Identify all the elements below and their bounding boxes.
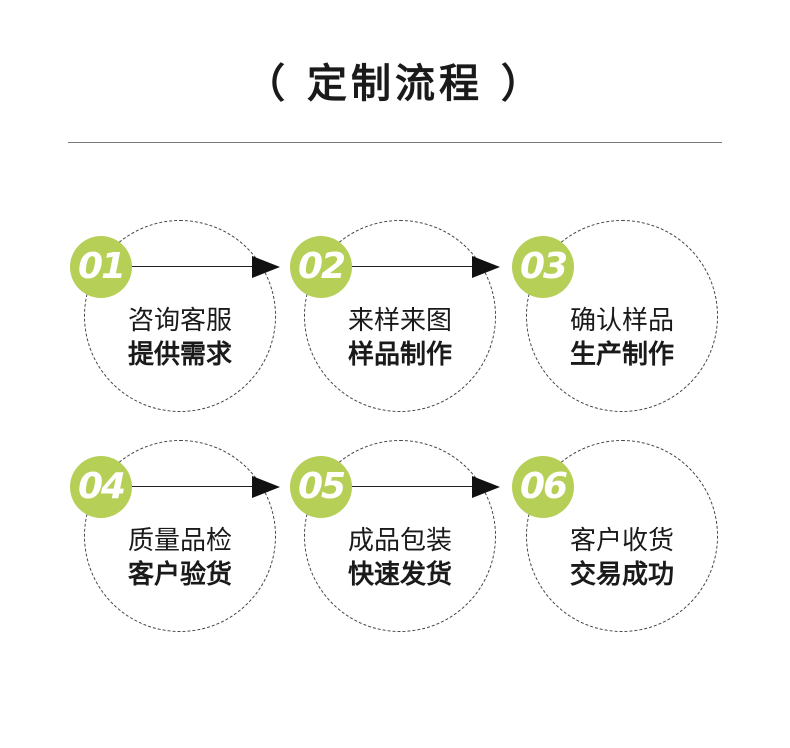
step-title-5: 成品包装 bbox=[347, 526, 452, 556]
step-number-badge-1: 01 bbox=[70, 236, 132, 298]
step-circle-1 bbox=[84, 220, 276, 412]
step-subtitle-6: 交易成功 bbox=[569, 560, 674, 590]
step-label-2: 来样来图 样品制作 bbox=[300, 304, 500, 372]
step-number-badge-3: 03 bbox=[512, 236, 574, 298]
step-title-6: 客户收货 bbox=[569, 526, 674, 556]
title-divider bbox=[68, 142, 722, 143]
step-label-5: 成品包装 快速发货 bbox=[300, 524, 500, 592]
step-label-3: 确认样品 生产制作 bbox=[522, 304, 722, 372]
arrow-line-1-2 bbox=[124, 266, 254, 267]
arrow-line-5-6 bbox=[344, 486, 474, 487]
step-circle-4 bbox=[84, 440, 276, 632]
step-circle-5 bbox=[304, 440, 496, 632]
step-number-badge-2: 02 bbox=[290, 236, 352, 298]
step-number-badge-5: 05 bbox=[290, 456, 352, 518]
step-label-1: 咨询客服 提供需求 bbox=[80, 304, 280, 372]
step-subtitle-1: 提供需求 bbox=[127, 340, 232, 370]
step-circle-3 bbox=[526, 220, 718, 412]
step-subtitle-4: 客户验货 bbox=[127, 560, 232, 590]
step-number-badge-4: 04 bbox=[70, 456, 132, 518]
step-label-4: 质量品检 客户验货 bbox=[80, 524, 280, 592]
arrow-line-4-5 bbox=[124, 486, 254, 487]
step-title-4: 质量品检 bbox=[127, 526, 232, 556]
step-circle-6 bbox=[526, 440, 718, 632]
step-subtitle-2: 样品制作 bbox=[347, 340, 452, 370]
arrow-head-1-2 bbox=[252, 256, 280, 278]
step-subtitle-5: 快速发货 bbox=[347, 560, 452, 590]
step-title-1: 咨询客服 bbox=[127, 306, 232, 336]
arrow-head-2-3 bbox=[472, 256, 500, 278]
arrow-head-5-6 bbox=[472, 476, 500, 498]
step-circle-2 bbox=[304, 220, 496, 412]
step-label-6: 客户收货 交易成功 bbox=[522, 524, 722, 592]
step-title-3: 确认样品 bbox=[569, 306, 674, 336]
page-title: （ 定制流程 ） bbox=[245, 61, 545, 107]
step-title-2: 来样来图 bbox=[347, 306, 452, 336]
step-subtitle-3: 生产制作 bbox=[569, 340, 674, 370]
arrow-head-4-5 bbox=[252, 476, 280, 498]
step-number-badge-6: 06 bbox=[512, 456, 574, 518]
arrow-line-2-3 bbox=[344, 266, 474, 267]
